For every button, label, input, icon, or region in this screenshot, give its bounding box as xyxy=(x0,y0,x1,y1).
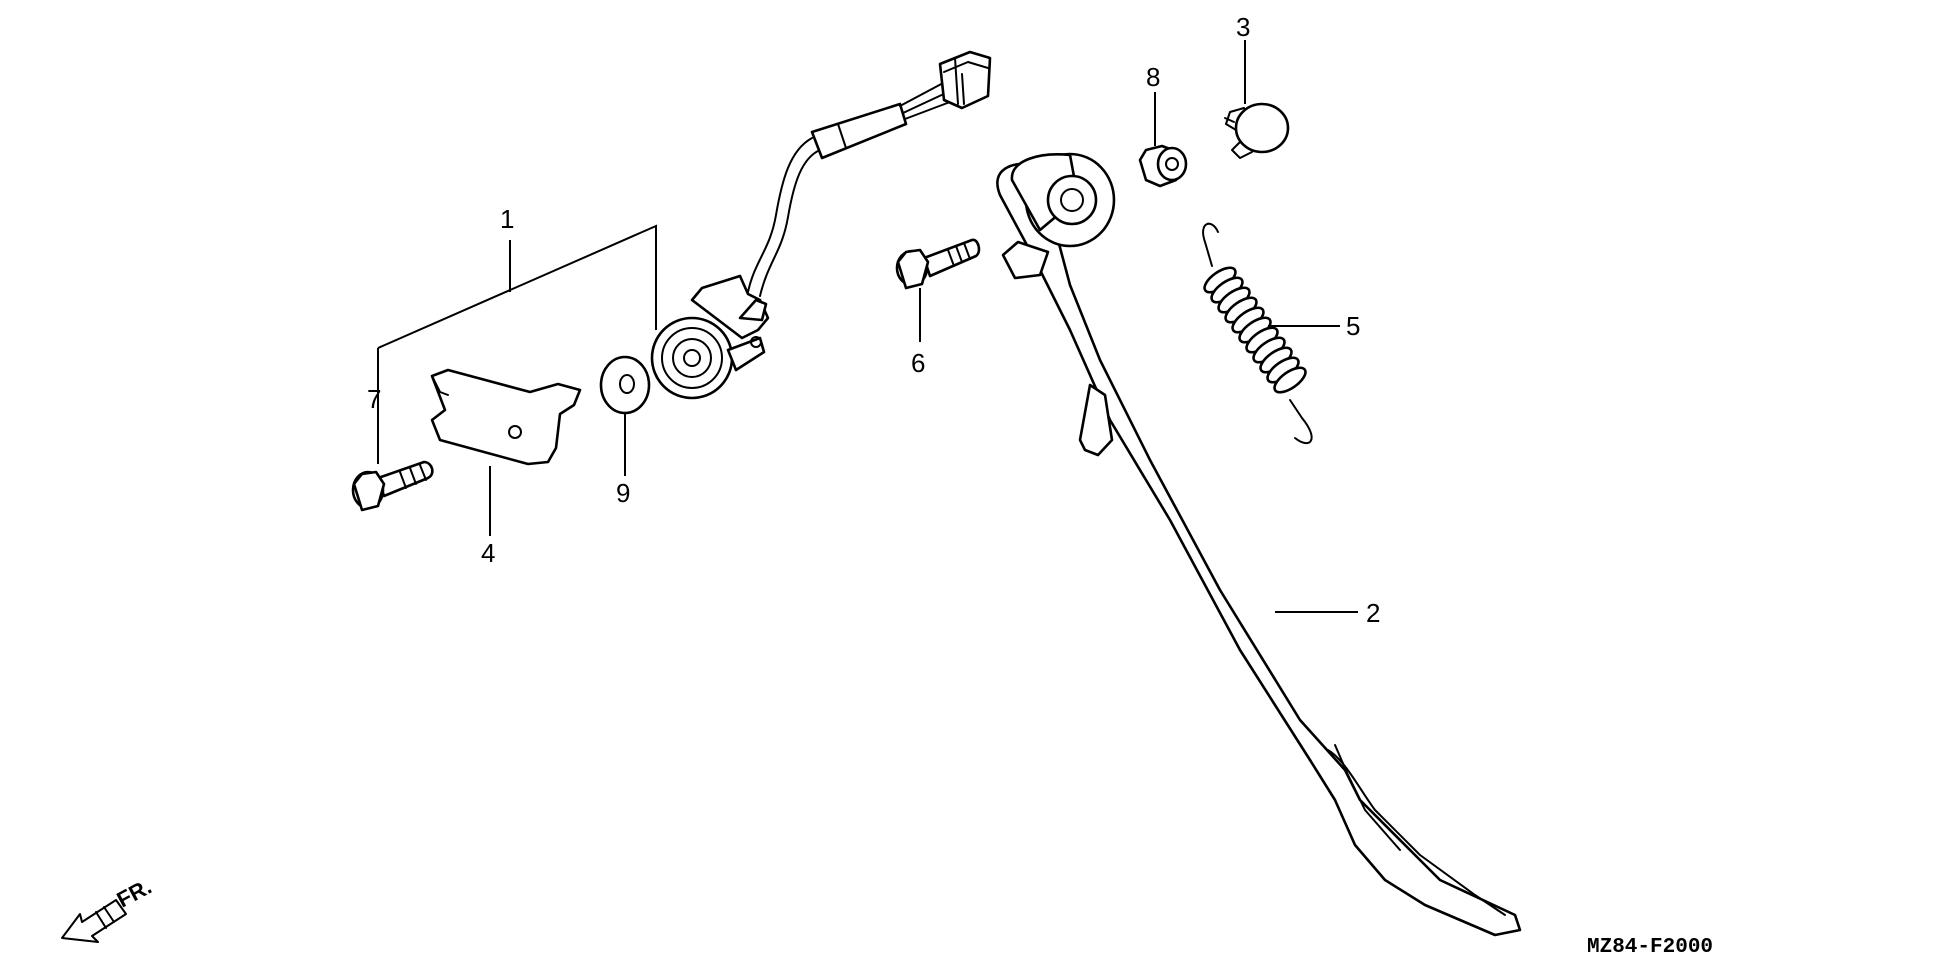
leader-lines xyxy=(377,40,1358,613)
pivot-bolt xyxy=(895,238,981,290)
bracket-bolt xyxy=(351,460,434,512)
side-stand-switch xyxy=(650,50,992,400)
nut xyxy=(1138,144,1188,188)
cap xyxy=(1224,102,1290,159)
callout-8: 8 xyxy=(1146,62,1160,92)
front-arrow-icon xyxy=(61,899,127,943)
callout-3: 3 xyxy=(1236,12,1250,42)
callout-9: 9 xyxy=(616,478,630,508)
callout-4: 4 xyxy=(481,538,495,568)
callout-6: 6 xyxy=(911,348,925,378)
side-stand xyxy=(996,152,1522,937)
switch-bracket xyxy=(430,368,582,466)
front-direction-indicator: FR. xyxy=(61,874,156,943)
spring xyxy=(1202,222,1313,445)
callout-7: 7 xyxy=(367,384,381,414)
drawing-code: MZ84-F2000 xyxy=(1587,936,1713,959)
callout-5: 5 xyxy=(1346,311,1360,341)
callout-1: 1 xyxy=(500,204,514,234)
washer xyxy=(599,355,651,415)
callout-2: 2 xyxy=(1366,598,1380,628)
